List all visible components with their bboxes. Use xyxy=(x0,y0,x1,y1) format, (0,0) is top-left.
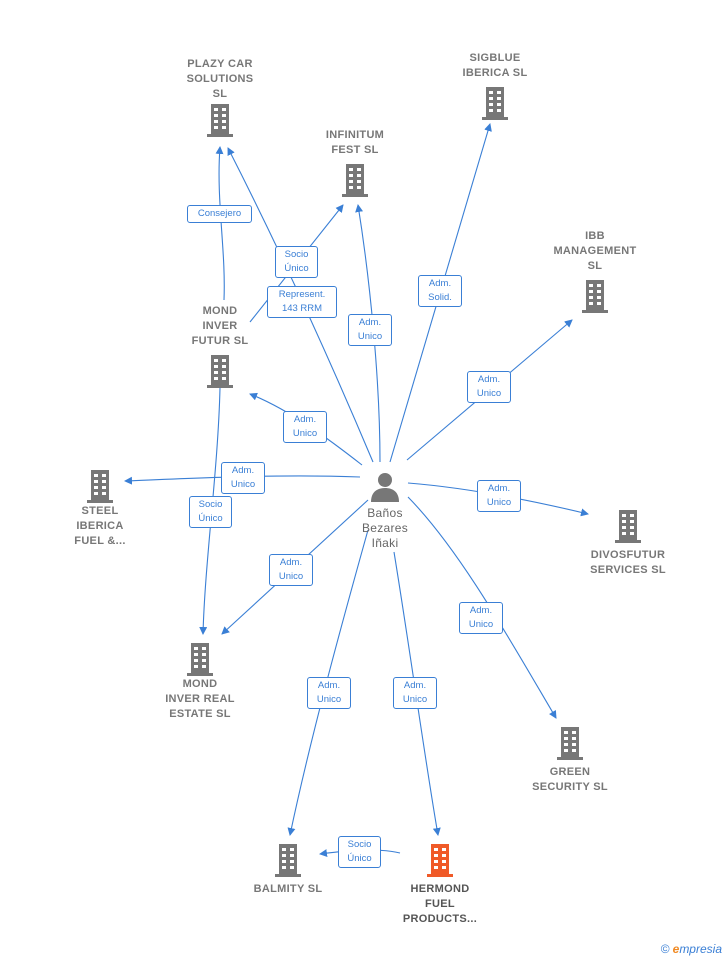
edge-label-adm-infinitum[interactable]: Adm. Unico xyxy=(348,314,392,346)
building-icon xyxy=(87,470,113,503)
company-infinitum[interactable]: INFINITUM FEST SL xyxy=(310,128,400,198)
edge-label-represent[interactable]: Represent. 143 RRM xyxy=(267,286,337,318)
edge-label-socio-mondreal[interactable]: Socio Único xyxy=(189,496,232,528)
person-icon xyxy=(371,473,399,502)
company-name: DIVOSFUTUR SERVICES SL xyxy=(590,549,666,576)
company-name: MOND INVER FUTUR SL xyxy=(191,305,249,347)
edge-adm-green xyxy=(407,496,557,719)
edge-label-adm-ibb[interactable]: Adm. Unico xyxy=(467,371,511,403)
edge-label-adm-green[interactable]: Adm. Unico xyxy=(459,602,503,634)
edge-label-adm-balmity[interactable]: Adm. Unico xyxy=(307,677,351,709)
edge-label-adm-steel[interactable]: Adm. Unico xyxy=(221,462,265,494)
building-icon xyxy=(187,643,213,676)
edge-consejero xyxy=(215,146,225,301)
company-name: MOND INVER REAL ESTATE SL xyxy=(165,678,235,720)
edge-label-consejero[interactable]: Consejero xyxy=(187,205,252,223)
copyright-symbol: © xyxy=(660,942,670,956)
building-icon xyxy=(557,727,583,760)
building-icon xyxy=(207,104,233,137)
company-name: PLAZY CAR SOLUTIONS SL xyxy=(186,58,254,100)
building-icon xyxy=(342,164,368,197)
brand-name: mpresia xyxy=(679,942,722,956)
company-sigblue[interactable]: SIGBLUE IBERICA SL xyxy=(450,51,540,121)
person-node[interactable]: Baños Bezares Iñaki xyxy=(345,470,425,551)
person-name: Baños Bezares Iñaki xyxy=(361,506,409,550)
building-icon xyxy=(615,510,641,543)
company-name: HERMOND FUEL PRODUCTS... xyxy=(402,883,478,925)
edge-label-adm-hermond[interactable]: Adm. Unico xyxy=(393,677,437,709)
company-balmity[interactable]: BALMITY SL xyxy=(243,842,333,897)
company-ibb[interactable]: IBB MANAGEMENT SL xyxy=(545,229,645,314)
edge-label-adm-mondreal[interactable]: Adm. Unico xyxy=(269,554,313,586)
company-name: BALMITY SL xyxy=(253,883,323,895)
edge-label-adm-sigblue[interactable]: Adm. Solid. xyxy=(418,275,462,307)
building-icon xyxy=(582,280,608,313)
building-icon xyxy=(427,844,453,877)
building-icon xyxy=(207,355,233,388)
company-name: INFINITUM FEST SL xyxy=(325,129,385,156)
building-icon xyxy=(275,844,301,877)
company-plazy[interactable]: PLAZY CAR SOLUTIONS SL xyxy=(175,57,265,138)
building-icon xyxy=(482,87,508,120)
company-divosfutur[interactable]: DIVOSFUTUR SERVICES SL xyxy=(578,508,678,578)
empresia-logo[interactable]: ©empresia xyxy=(661,942,722,956)
company-name: SIGBLUE IBERICA SL xyxy=(462,52,528,79)
company-name: IBB MANAGEMENT SL xyxy=(553,230,637,272)
company-name: GREEN SECURITY SL xyxy=(532,766,608,793)
edge-label-socio-balmity[interactable]: Socio Único xyxy=(338,836,381,868)
company-name: STEEL IBERICA FUEL &... xyxy=(74,505,126,547)
company-steel[interactable]: STEEL IBERICA FUEL &... xyxy=(60,468,140,549)
edge-label-socio-infinitum[interactable]: Socio Único xyxy=(275,246,318,278)
company-green[interactable]: GREEN SECURITY SL xyxy=(520,725,620,795)
company-mondreal[interactable]: MOND INVER REAL ESTATE SL xyxy=(155,641,245,722)
brand-e: e xyxy=(672,942,680,956)
company-mondfutur[interactable]: MOND INVER FUTUR SL xyxy=(180,304,260,389)
edge-label-adm-mondfutur[interactable]: Adm. Unico xyxy=(283,411,327,443)
edge-label-adm-divosfutur[interactable]: Adm. Unico xyxy=(477,480,521,512)
company-hermond[interactable]: HERMOND FUEL PRODUCTS... xyxy=(392,842,488,927)
